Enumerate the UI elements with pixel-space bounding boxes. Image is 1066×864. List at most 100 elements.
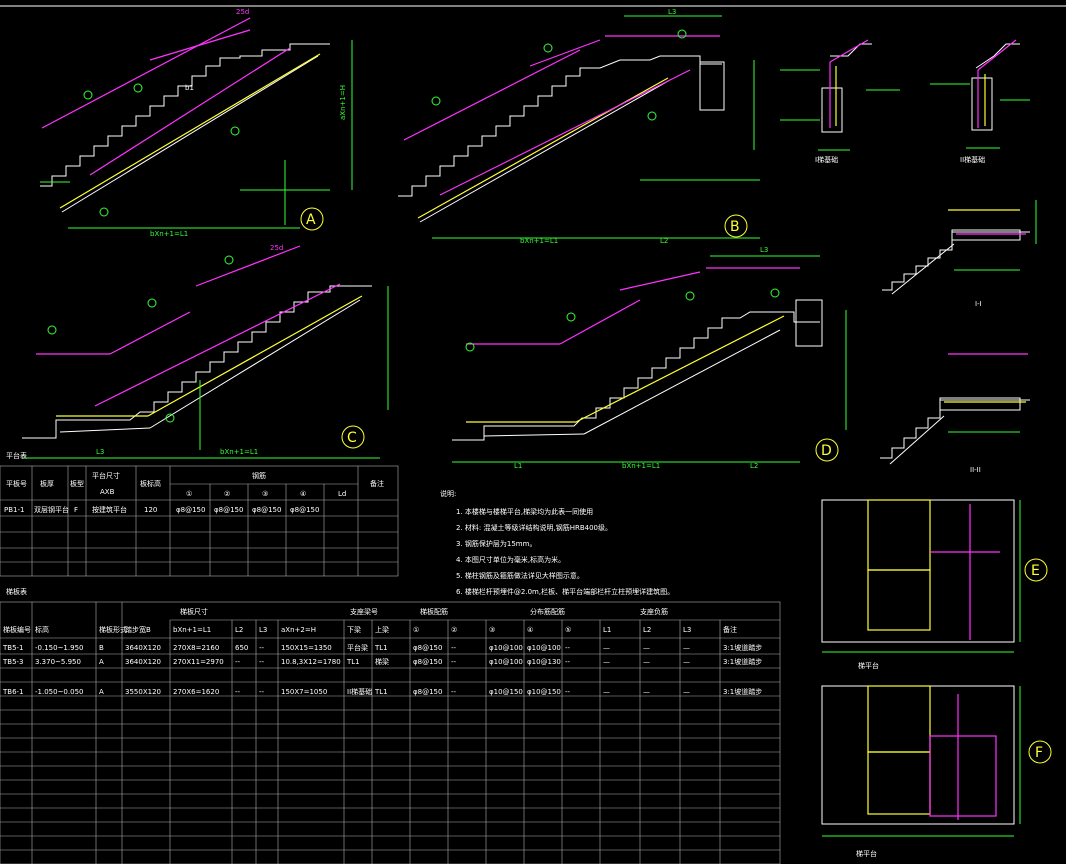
platform-table[interactable]: 平台表 平板号 板厚 板型 平台尺寸 AXB 钢筋 板标高 备注 ① ② ③ ④…	[0, 451, 399, 577]
stair-b-soffit	[419, 79, 671, 223]
section-2-steps	[880, 399, 1030, 459]
stair-a-height-text: aXn+1=H	[339, 85, 347, 120]
stair-d-L3-text: L3	[760, 246, 768, 254]
foundation-1-caption: I梯基础	[815, 155, 838, 164]
foundation-2-base	[971, 77, 993, 131]
stair-table-cell: 3550X120	[125, 688, 161, 696]
stair-c-marker-2	[147, 298, 157, 308]
stair-d-L1-text: L1	[514, 462, 522, 470]
stair-table-header-cell: 上梁	[375, 625, 389, 634]
plan-e[interactable]: E 梯平台	[821, 499, 1048, 670]
stair-table-cell: 650	[235, 644, 248, 652]
stair-table-cell: φ10@100	[527, 644, 561, 652]
stair-b-rebar-4	[439, 69, 691, 196]
stair-b-marker-4	[677, 29, 687, 39]
stair-table-cell: φ10@130	[527, 658, 561, 666]
stair-c-25d-text: 25d	[270, 244, 283, 252]
stair-a-main-rebar	[59, 53, 321, 209]
stair-table-cell: 10.8,3X12=1780	[281, 658, 341, 666]
plan-f-label: F	[1035, 745, 1043, 761]
stair-a-rebar-3	[89, 47, 291, 176]
stair-table-cell: φ10@100	[489, 658, 523, 666]
stair-table-group-header: 支座负筋	[640, 607, 668, 616]
plan-f-outline	[821, 685, 1015, 825]
stair-table-cell: --	[451, 658, 457, 666]
stair-detail-b[interactable]: bXn+1=L1 L2 L3 B	[398, 8, 760, 245]
stair-d-soffit	[583, 329, 781, 435]
pt-h-r2: ②	[224, 490, 230, 498]
stair-c-marker-4	[165, 413, 175, 423]
stair-table-cell: —	[603, 644, 610, 652]
stair-table-group-header: 支座梁号	[350, 607, 378, 616]
pt-r0-c8: φ8@150	[290, 506, 319, 514]
stair-a-marker-4	[230, 126, 240, 136]
stair-table-cell: φ10@100	[489, 644, 523, 652]
stair-c-steps	[22, 285, 372, 439]
stair-c-landing-soffit	[59, 427, 151, 433]
stair-table-cell: A	[99, 658, 104, 666]
stair-d-marker-1	[465, 342, 475, 352]
stair-b-L2-text: L2	[660, 237, 668, 245]
stair-table-header-cell: bXn+1=L1	[173, 626, 211, 634]
pt-h-r1: ①	[186, 490, 192, 498]
platform-table-title: 平台表	[6, 451, 27, 460]
plan-f[interactable]: F 梯平台	[821, 685, 1052, 858]
pt-h-elev: 板标高	[140, 479, 161, 488]
stair-table-header-cell: L3	[683, 626, 691, 634]
stair-table-header-cell: ②	[451, 626, 457, 634]
stair-table-cell: TB6-1	[2, 688, 24, 696]
stair-table-header-cell: 标高	[35, 625, 49, 634]
pt-h-ld: Ld	[338, 490, 346, 498]
stair-c-soffit	[149, 299, 361, 429]
foundation-detail-2[interactable]: II梯基础	[930, 39, 1030, 164]
stair-d-main-rebar	[575, 315, 785, 423]
foundation-2-caption: II梯基础	[960, 155, 985, 164]
stair-table-header-cell: ④	[527, 626, 533, 634]
stair-detail-a[interactable]: bXn+1=L1 25d aXn+1=H b1 A	[40, 8, 353, 238]
stair-table-cell: TB5-1	[2, 644, 24, 652]
stair-d-marker-4	[770, 288, 780, 298]
plan-e-caption: 梯平台	[858, 661, 879, 670]
stair-a-dim-text: bXn+1=L1	[150, 230, 188, 238]
plan-e-label: E	[1031, 563, 1040, 579]
stair-table-cell: B	[99, 644, 104, 652]
stair-table-cell: 270X11=2970	[173, 658, 224, 666]
stair-table-cell: A	[99, 688, 104, 696]
stair-table-cell: φ8@150	[413, 644, 442, 652]
stair-table-cell: φ8@150	[413, 658, 442, 666]
stair-a-label: A	[306, 212, 316, 228]
section-1-slab	[951, 229, 1021, 241]
stair-c-dim-text: bXn+1=L1	[220, 448, 258, 456]
stair-c-rebar-3	[195, 245, 301, 287]
stair-a-marker-1	[83, 90, 93, 100]
stair-table-header-cell: ①	[413, 626, 419, 634]
plan-f-rebar-box	[929, 735, 997, 817]
pt-r0-c7: φ8@150	[252, 506, 281, 514]
stair-detail-c[interactable]: L3 bXn+1=L1 25d C	[22, 244, 389, 459]
foundation-detail-1[interactable]: I梯基础	[780, 39, 900, 164]
plan-e-flight-2	[867, 569, 931, 631]
pt-r0-c1: 双层钢平台	[34, 505, 69, 514]
stair-c-top-rebar-2	[109, 311, 191, 355]
stair-table-cell: --	[259, 688, 265, 696]
stair-table-cell: —	[643, 644, 650, 652]
stair-table-cell: 3:1坡道踏步	[723, 657, 762, 666]
stair-table-group-header: 梯板配筋	[420, 607, 448, 616]
stair-table-header-cell: 下梁	[347, 625, 361, 634]
stair-table-cell: φ10@150	[489, 688, 523, 696]
pt-h-r3: ③	[262, 490, 268, 498]
section-2-2[interactable]: II-II	[880, 353, 1030, 474]
section-1-1[interactable]: I-I	[882, 200, 1037, 308]
stair-table-cell: φ10@150	[527, 688, 561, 696]
stair-b-top-rebar	[403, 49, 581, 141]
stair-detail-d[interactable]: L1 bXn+1=L1 L2 L3 D	[452, 246, 847, 470]
pt-h-note: 备注	[370, 479, 384, 488]
stair-c-label-circle	[341, 425, 365, 449]
plan-e-label-circle	[1024, 558, 1048, 582]
pt-r0-c6: φ8@150	[214, 506, 243, 514]
foundation-1-rebar-1	[829, 39, 869, 63]
stair-b-dim-text: bXn+1=L1	[520, 237, 558, 245]
foundation-2-top	[975, 43, 1020, 69]
